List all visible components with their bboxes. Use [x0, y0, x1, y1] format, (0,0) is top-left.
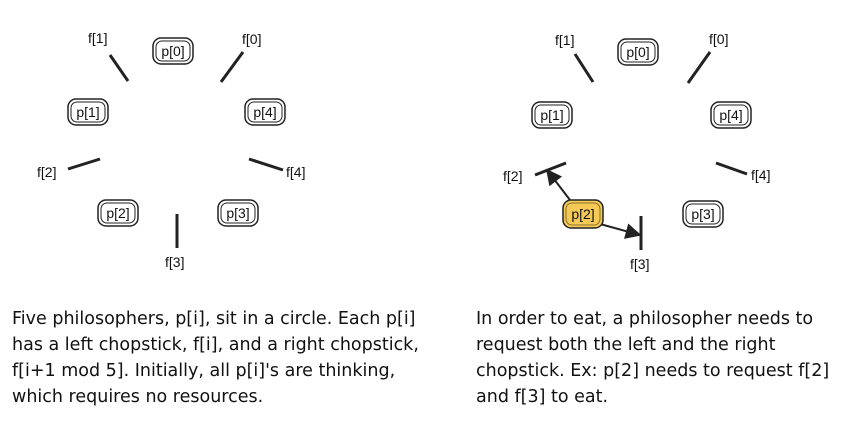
request-arrow-f2 [546, 168, 571, 201]
caption-left-line: has a left chopstick, f[i], and a right … [12, 335, 419, 355]
caption-left-line: f[i+1 mod 5]. Initially, all p[i]'s are … [12, 361, 396, 381]
fork-label-f2: f[2] [37, 164, 56, 180]
philosopher-node-p4: p[4] [710, 101, 752, 129]
caption-left: Five philosophers, p[i], sit in a circle… [12, 306, 419, 410]
fork-stick-f0 [686, 51, 712, 84]
philosopher-node-p3: p[3] [682, 200, 724, 228]
philosopher-node-p4: p[4] [244, 98, 286, 126]
philosopher-label-p0: p[0] [626, 44, 649, 60]
caption-right-line: chopstick. Ex: p[2] needs to request f[2… [476, 361, 830, 381]
philosopher-label-p4: p[4] [253, 104, 276, 120]
philosopher-node-p0: p[0] [617, 38, 659, 66]
caption-right-line: request both the left and the right [476, 335, 776, 355]
fork-stick-f1 [573, 53, 595, 83]
caption-right-line: and f[3] to eat. [476, 387, 609, 407]
philosopher-node-p3: p[3] [217, 199, 259, 227]
caption-right: In order to eat, a philosopher needs to … [476, 306, 829, 410]
philosopher-node-p1: p[1] [67, 98, 109, 126]
caption-left-line: which requires no resources. [12, 387, 264, 407]
philosopher-node-p2: p[2] [97, 199, 139, 227]
fork-label-f1: f[1] [88, 30, 107, 46]
left-diagram: f[0] f[1] f[2] f[3] f[4] p[0] p[1] p[2] … [37, 30, 305, 270]
fork-label-f4: f[4] [286, 164, 305, 180]
fork-label-f0: f[0] [242, 31, 261, 47]
right-diagram: f[0] f[1] f[2] f[3] f[4] p[0] p[1] p[2] … [503, 31, 770, 272]
philosopher-label-p4: p[4] [719, 107, 742, 123]
fork-stick-f4 [248, 157, 284, 172]
philosopher-label-p2: p[2] [571, 206, 594, 222]
philosopher-node-p0: p[0] [152, 37, 194, 65]
philosopher-node-p2-highlighted: p[2] [562, 199, 604, 229]
philosopher-label-p3: p[3] [691, 206, 714, 222]
fork-label-f0: f[0] [709, 31, 728, 47]
philosopher-label-p2: p[2] [106, 205, 129, 221]
fork-label-f3: f[3] [630, 256, 649, 272]
caption-left-line: Five philosophers, p[i], sit in a circle… [12, 309, 416, 329]
caption-right-line: In order to eat, a philosopher needs to [476, 309, 814, 329]
fork-label-f1: f[1] [555, 32, 574, 48]
philosopher-label-p0: p[0] [161, 43, 184, 59]
fork-stick-f4 [715, 161, 748, 176]
fork-stick-f1 [108, 54, 130, 82]
fork-label-f4: f[4] [751, 167, 770, 183]
fork-stick-f2 [67, 157, 101, 171]
philosopher-node-p1: p[1] [531, 101, 573, 129]
fork-stick-f0 [219, 51, 245, 83]
philosopher-label-p1: p[1] [76, 104, 99, 120]
philosopher-label-p1: p[1] [540, 107, 563, 123]
philosopher-label-p3: p[3] [226, 205, 249, 221]
fork-label-f2: f[2] [503, 168, 522, 184]
fork-label-f3: f[3] [165, 254, 184, 270]
request-arrow-f3 [599, 223, 642, 239]
